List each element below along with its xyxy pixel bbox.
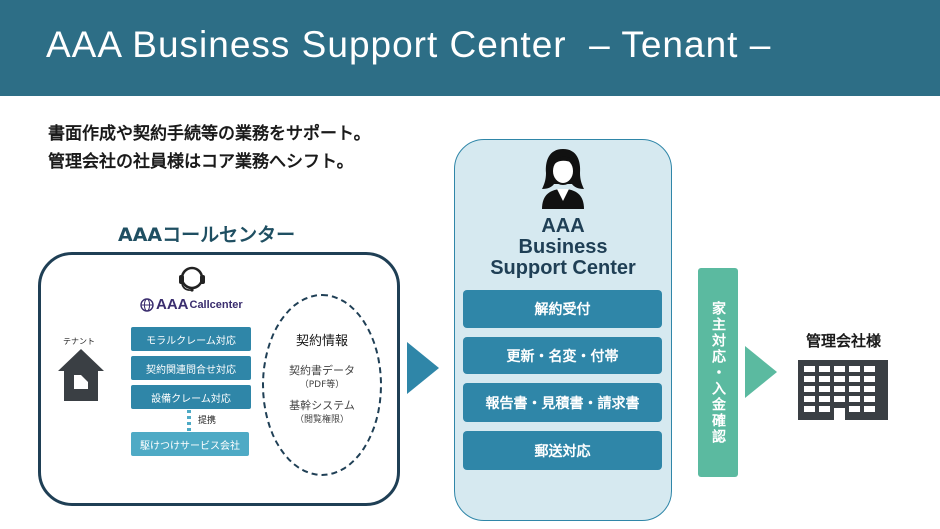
header-bar: AAA Business Support Center – Tenant – [0, 0, 940, 96]
intro-line-1: 書面作成や契約手続等の業務をサポート。 [48, 124, 371, 144]
task-mailing: 郵送対応 [463, 431, 662, 470]
task-reports: 報告書・見積書・請求書 [463, 383, 662, 422]
contract-data-note: （PDF等） [299, 380, 345, 390]
core-system-note: （閲覧権限） [294, 415, 349, 425]
arrow-right-icon [745, 346, 777, 398]
support-center-title-line-3: Support Center [490, 257, 636, 279]
contract-data-label: 契約書データ [289, 364, 355, 377]
operator-woman-icon [542, 149, 584, 209]
service-equipment-claim: 設備クレーム対応 [131, 385, 251, 409]
contract-info-title: 契約情報 [295, 334, 348, 349]
partner-label: 提携 [198, 416, 217, 426]
landlord-payment-label: 家主対応・入金確認 [710, 300, 726, 445]
core-system-label: 基幹システム [289, 399, 355, 412]
landlord-payment-box: 家主対応・入金確認 [698, 268, 738, 477]
page-title: AAA Business Support Center – Tenant – [46, 24, 772, 65]
support-center-title: AAA Business Support Center [454, 216, 672, 279]
intro-line-2: 管理会社の社員様はコア業務へシフト。 [48, 152, 354, 172]
support-center-title-line-2: Business [518, 236, 608, 258]
globe-logo-icon [140, 297, 154, 312]
task-renewal: 更新・名変・付帯 [463, 337, 662, 374]
headset-icon [179, 266, 205, 292]
rush-service-company: 駆けつけサービス会社 [131, 432, 249, 456]
contract-info-oval [262, 294, 382, 476]
task-cancellation: 解約受付 [463, 290, 662, 328]
arrow-right-icon [407, 342, 439, 394]
management-company-label: 管理会社様 [806, 332, 882, 350]
partner-connector [187, 410, 191, 432]
service-contract-inquiry: 契約関連問合せ対応 [131, 356, 251, 380]
callcenter-title: AAAコールセンター [118, 224, 296, 246]
house-icon [58, 349, 104, 401]
aaa-callcenter-logo: AAA Callcenter [140, 296, 243, 313]
intro-text: 書面作成や契約手続等の業務をサポート。 管理会社の社員様はコア業務へシフト。 [48, 120, 371, 176]
logo-mark: AAA [156, 296, 189, 313]
office-building-icon [798, 360, 888, 420]
support-center-title-line-1: AAA [541, 215, 585, 237]
tenant-label: テナント [63, 337, 95, 346]
service-moral-claim: モラルクレーム対応 [131, 327, 251, 351]
logo-sub: Callcenter [189, 298, 243, 311]
